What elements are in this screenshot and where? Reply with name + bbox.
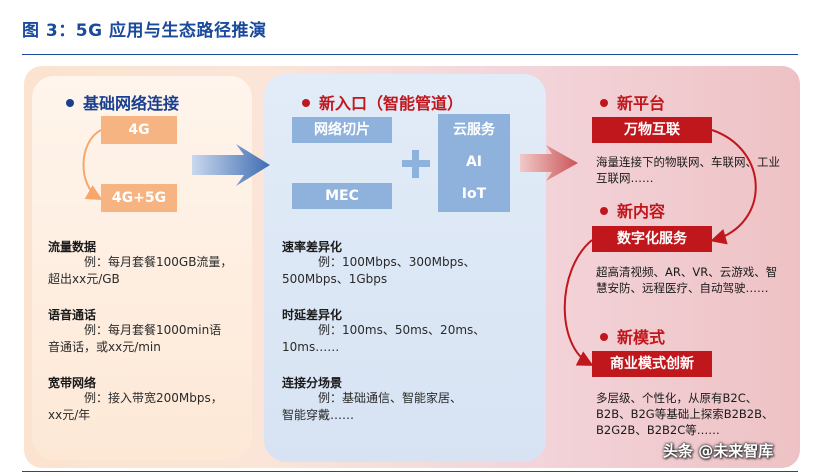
heading-new-model: 新模式 [600, 324, 665, 348]
curved-connector-4g [82, 129, 103, 200]
item-body-latency: 例：100ms、50ms、20ms、 10ms…… [282, 322, 532, 356]
node-network-slicing: 网络切片 [292, 117, 392, 143]
curved-connector-platform-to-content [710, 129, 757, 245]
content-description: 超高清视频、AR、VR、云游戏、智慧安防、远程医疗、自动驾驶…… [596, 265, 778, 295]
bottom-rule [22, 471, 798, 472]
big-blue-arrow [192, 144, 270, 186]
item-body-line: 500Mbps、1Gbps [282, 272, 388, 286]
cloud-line: 云服务 [453, 122, 495, 138]
figure-title: 图 3：5G 应用与生态路径推演 [22, 21, 267, 41]
item-body-line: 例：每月套餐1000min语 [84, 323, 222, 337]
heading-new-content: 新内容 [600, 198, 665, 222]
bullet-dot [600, 206, 608, 215]
node-4g-5g: 4G+5G [101, 184, 177, 212]
model-description: 多层级、个性化，从原有B2C、B2B、B2G等基础上探索B2B2B、B2G2B、… [596, 391, 774, 437]
item-body-line: xx元/年 [48, 408, 91, 422]
item-title-traffic: 流量数据 [48, 240, 97, 254]
bullet-dot [600, 98, 608, 107]
plus-sign-v [412, 150, 419, 178]
item-body-line: 音通话，或xx元/min [48, 340, 161, 354]
node-internet-of-everything: 万物互联 [592, 117, 712, 143]
cloud-line: AI [465, 154, 483, 170]
item-body-line: 10ms…… [282, 340, 340, 354]
item-body-line: 例：接入带宽200Mbps， [84, 391, 223, 405]
heading-basic-network: 基础网络连接 [66, 90, 179, 114]
item-body-line: 例：基础通信、智能家居、 [318, 391, 463, 405]
curved-connector-content-to-model [563, 239, 594, 366]
item-body-rate: 例：100Mbps、300Mbps、 500Mbps、1Gbps [282, 254, 532, 288]
node-mec: MEC [292, 183, 392, 209]
item-title-voice: 语音通话 [48, 308, 97, 322]
heading-new-entry: 新入口（智能管道） [302, 90, 463, 114]
top-rule [22, 54, 798, 55]
bullet-dot [600, 332, 608, 341]
item-body-scenario: 例：基础通信、智能家居、 智能穿戴…… [282, 390, 532, 424]
node-4g: 4G [101, 116, 177, 144]
item-title-broadband: 宽带网络 [48, 376, 97, 390]
item-body-voice: 例：每月套餐1000min语 音通话，或xx元/min [48, 322, 248, 356]
cloud-line: IoT [461, 186, 487, 202]
item-body-line: 例：100Mbps、300Mbps、 [318, 255, 476, 269]
watermark: 头条 @未来智库 [663, 442, 774, 460]
bullet-dot [302, 98, 310, 107]
node-digital-services: 数字化服务 [592, 226, 712, 252]
item-title-rate: 速率差异化 [282, 240, 343, 254]
heading-new-platform: 新平台 [600, 90, 665, 114]
item-body-line: 例：每月套餐100GB流量， [84, 255, 233, 269]
item-title-scenario: 连接分场景 [282, 376, 343, 390]
platform-description: 海量连接下的物联网、车联网、工业互联网…… [596, 155, 780, 185]
item-body-line: 超出xx元/GB [48, 272, 120, 286]
item-title-latency: 时延差异化 [282, 308, 343, 322]
bullet-dot [66, 98, 74, 107]
item-body-traffic: 例：每月套餐100GB流量， 超出xx元/GB [48, 254, 248, 288]
item-body-line: 智能穿戴…… [282, 408, 355, 422]
node-business-model-innovation: 商业模式创新 [592, 351, 712, 377]
big-red-arrow [520, 145, 578, 181]
node-cloud-ai-iot: 云服务 AI IoT [438, 114, 510, 212]
item-body-broadband: 例：接入带宽200Mbps， xx元/年 [48, 390, 248, 424]
item-body-line: 例：100ms、50ms、20ms、 [318, 323, 486, 337]
